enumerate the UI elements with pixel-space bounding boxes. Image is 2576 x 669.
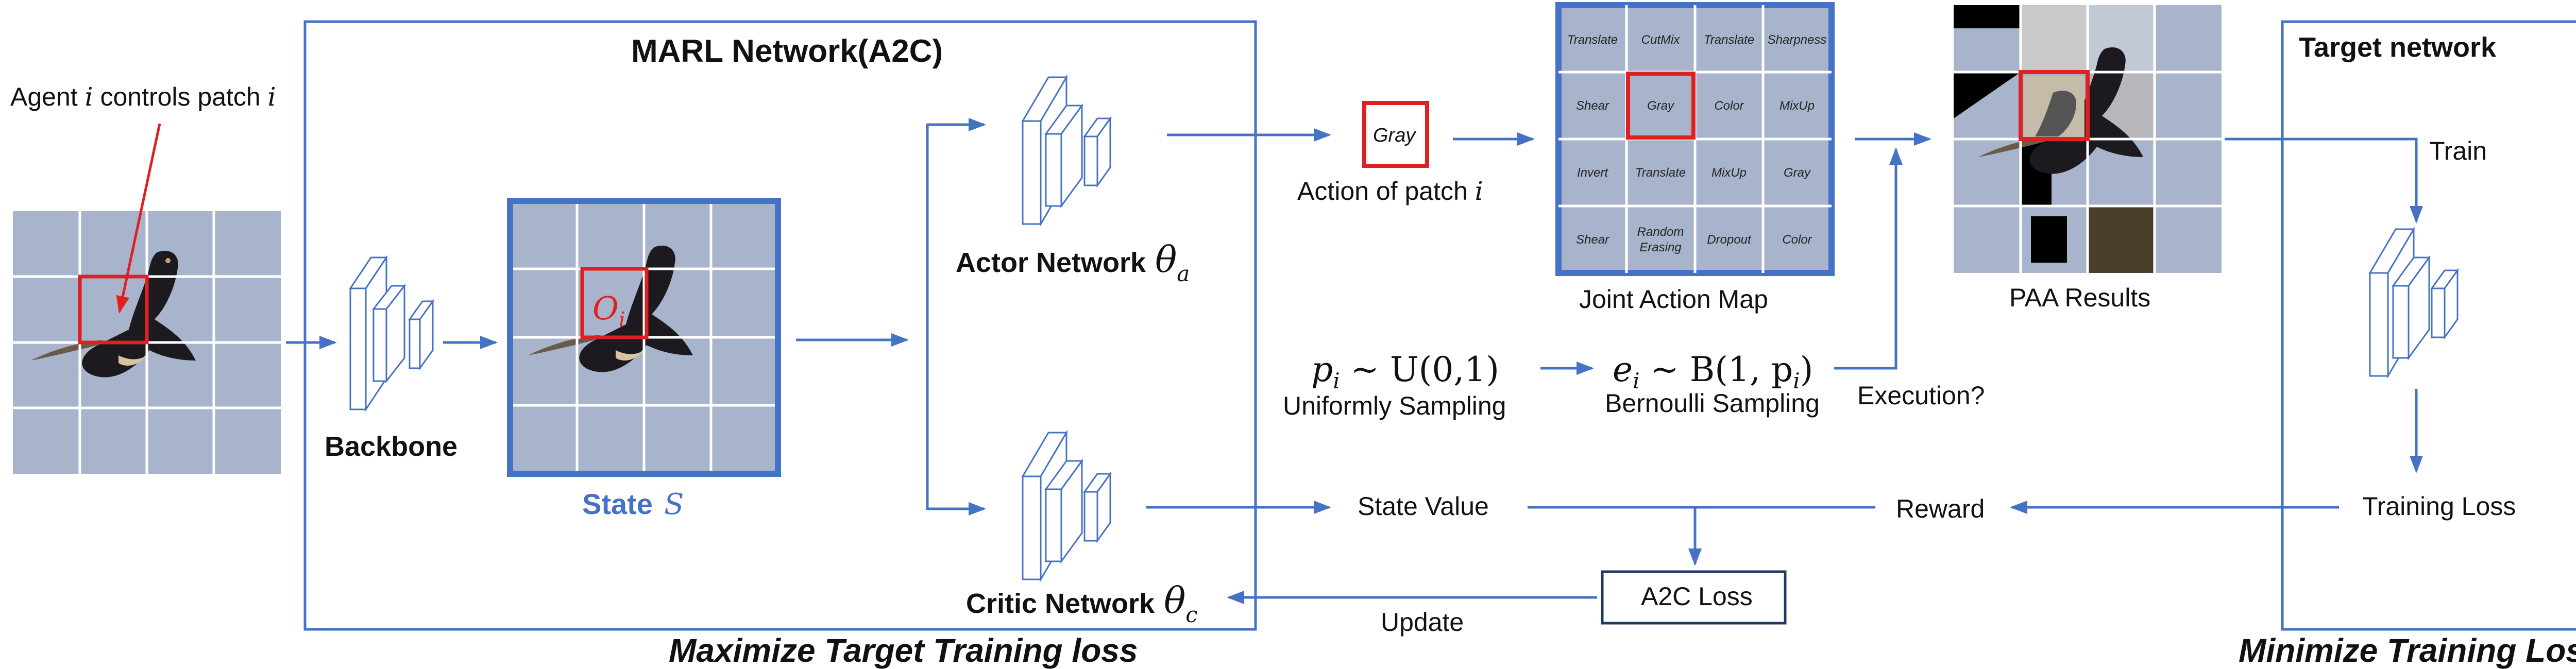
paa-results-label: PAA Results	[2009, 283, 2150, 312]
maximize-label: Maximize Target Training loss	[669, 632, 1138, 669]
action-cell: Translate	[1704, 33, 1754, 47]
a2c-loss-box	[1601, 570, 1787, 625]
target-network-icon	[2368, 226, 2459, 379]
training-loss-label: Training Loss	[2362, 492, 2516, 521]
bird-image	[31, 250, 196, 378]
uniform-formula: pi ~ U(0,1)	[1311, 350, 1499, 393]
reward-label: Reward	[1896, 494, 1985, 523]
action-cell: Gray	[1784, 166, 1811, 180]
bernoulli-sampling-label: Bernoulli Sampling	[1605, 389, 1820, 418]
joint-action-map: Translate CutMix Translate Sharpness She…	[1555, 2, 1835, 276]
action-cell: Shear	[1576, 99, 1609, 113]
paa-results-image	[1954, 5, 2222, 273]
target-network-box	[2281, 20, 2576, 631]
action-map-cells: Translate CutMix Translate Sharpness She…	[1567, 33, 1827, 254]
action-cell: Color	[1782, 233, 1812, 247]
action-cell: Dropout	[1707, 233, 1752, 247]
backbone-label: Backbone	[325, 431, 457, 462]
minimize-label: Minimize Training Loss	[2239, 632, 2576, 669]
action-cell: MixUp	[1780, 99, 1815, 113]
action-cell: Gray	[1647, 99, 1675, 113]
action-cell: Sharpness	[1768, 33, 1827, 47]
action-cell: Shear	[1576, 233, 1609, 247]
target-network-title: Target network	[2299, 32, 2497, 63]
input-image	[13, 211, 281, 474]
action-cell: Color	[1714, 99, 1744, 113]
split-connector	[926, 118, 986, 516]
update-label: Update	[1381, 608, 1464, 637]
state-image: Oi	[507, 198, 781, 477]
bernoulli-formula: ei ~ B(1, pi)	[1613, 350, 1813, 393]
action-cell: Translate	[1635, 166, 1686, 180]
a2c-loss-label: A2C Loss	[1641, 582, 1753, 611]
gray-action-text: Gray	[1373, 125, 1416, 146]
highlighted-patch	[78, 275, 149, 345]
paa-highlight	[2019, 70, 2090, 141]
paa-to-target-arrow	[2225, 138, 2423, 224]
backbone-icon	[349, 255, 434, 412]
state-value-label: State Value	[1358, 492, 1489, 521]
gray-action-box	[1362, 101, 1429, 168]
joint-action-map-label: Joint Action Map	[1579, 285, 1768, 314]
action-map-highlight	[1626, 72, 1696, 140]
agent-arrow	[116, 123, 161, 314]
marl-title: MARL Network(A2C)	[631, 33, 943, 69]
action-of-patch-label: Action of patch i	[1297, 176, 1483, 206]
action-cell: CutMix	[1641, 33, 1681, 47]
actor-network-icon	[1021, 74, 1112, 227]
o-i-label: Oi	[592, 289, 625, 332]
execution-arrow	[1834, 147, 1903, 370]
agent-label: Agent i controls patch i	[10, 82, 276, 112]
uniform-sampling-label: Uniformly Sampling	[1283, 391, 1506, 420]
action-cell: Invert	[1577, 166, 1608, 180]
state-patch-highlight	[580, 267, 649, 339]
marl-network-box	[303, 20, 1257, 631]
critic-network-icon	[1021, 430, 1112, 582]
action-cell: Translate	[1567, 33, 1618, 47]
execution-label: Execution?	[1857, 381, 1985, 410]
action-cell: MixUp	[1711, 166, 1747, 180]
train-label: Train	[2429, 136, 2487, 165]
